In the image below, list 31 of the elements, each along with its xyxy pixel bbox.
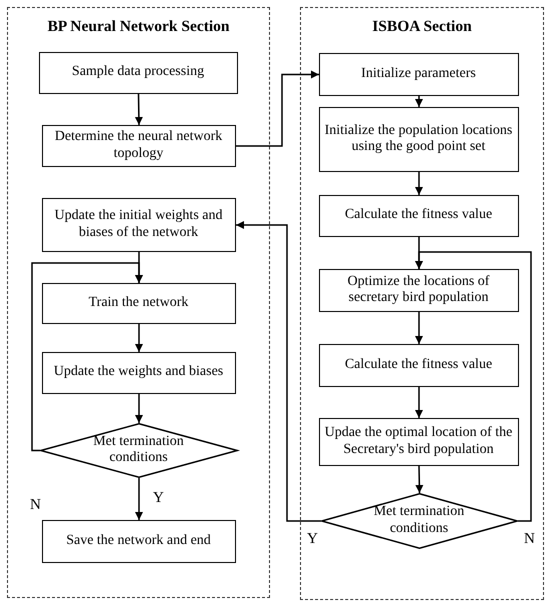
section-panel [7,7,270,598]
arrow [236,70,319,147]
arrow [415,251,532,522]
arrow [135,394,143,423]
process-box: Initialize the population locations using the good point set [318,106,518,172]
arrow [31,262,143,452]
arrow [135,324,143,352]
decision-diamond: Met termination conditions [320,492,518,548]
process-box: Sample data processing [38,52,238,94]
arrow [415,172,423,195]
arrow [236,221,321,522]
process-box: Optimize the locations of secretary bird population [318,268,518,312]
arrow [415,466,424,494]
process-box: Determine the neural network topology [42,124,236,166]
process-box: Calculate the fitness value [318,194,518,236]
process-box: Save the network and end [42,520,236,562]
arrow [135,478,143,520]
process-box: Initialize parameters [318,52,518,96]
arrow [415,312,423,344]
section-panel [300,7,544,600]
process-box: Update the weights and biases [42,352,236,394]
decision-diamond: Met termination conditions [40,422,238,478]
arrow [134,94,143,126]
section-title: BP Neural Network Section [46,18,231,36]
process-box: Calculate the fitness value [318,344,518,386]
arrow [415,387,423,418]
process-box: Update the initial weights and biases of the network [42,198,236,252]
section-title: ISBOA Section [371,18,473,36]
process-box: Updae the optimal location of the Secretary's bird population [318,418,518,466]
process-box: Train the network [42,282,236,324]
arrow [415,96,423,107]
